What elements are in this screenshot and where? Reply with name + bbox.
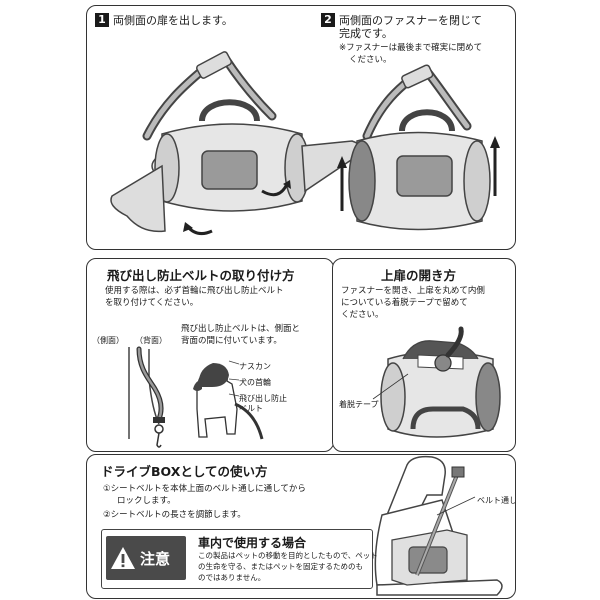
label-back: （背面）	[135, 336, 167, 345]
label-nasukan: ナスカン	[239, 362, 271, 371]
step2-note-line1: ※ファスナーは最後まで確実に閉めて	[339, 43, 483, 53]
drive-step1-line2: ロックします。	[117, 496, 176, 506]
label-belt-line2: ベルト	[239, 404, 263, 413]
caution-line1: この製品はペットの移動を目的としたもので、ペット	[198, 551, 378, 560]
belt-note-line2: 背面の間に付いています。	[181, 336, 282, 346]
caution-line3: のではありません。	[198, 573, 266, 582]
upper-door-illustration	[372, 326, 501, 438]
belt-note-line1: 飛び出し防止ベルトは、側面と	[181, 324, 301, 334]
upper-door-desc-line3: ください。	[341, 310, 384, 320]
upper-door-desc-line1: ファスナーを開き、上扉を丸めて内側	[341, 286, 485, 296]
upper-door-panel: 上扉の開き方 ファスナーを開き、上扉を丸めて内側 についている着脱テープで留めて…	[332, 258, 516, 452]
label-side: （側面）	[92, 336, 124, 345]
drive-step2: ②シートベルトの長さを調節します。	[103, 510, 246, 520]
setup-panel: 1 両側面の扉を出します。 2 両側面のファスナーを閉じて 完成です。 ※ファスナー…	[86, 5, 516, 250]
drive-step1-line1: ①シートベルトを本体上面のベルト通しに通してから	[103, 484, 306, 494]
step2-text-line1: 両側面のファスナーを閉じて	[339, 14, 482, 27]
label-belt-loop: ベルト通し	[477, 496, 516, 505]
label-tape: 着脱テープ	[339, 400, 379, 409]
step2-text-line2: 完成です。	[339, 27, 393, 40]
drive-box-panel: ドライブBOXとしての使い方 ①シートベルトを本体上面のベルト通しに通してから …	[86, 454, 516, 599]
belt-desc-line2: を取り付けてください。	[105, 298, 199, 308]
label-collar: 犬の首輪	[239, 378, 271, 387]
bag-closed-illustration	[337, 64, 500, 231]
step1-instruction: 1 両側面の扉を出します。	[95, 13, 233, 28]
caution-word: 注意	[140, 550, 171, 568]
belt-title: 飛び出し防止ベルトの取り付け方	[107, 268, 295, 283]
caution-line2: の生命を守る、またはペットを固定するためのも	[198, 562, 363, 571]
belt-panel: 飛び出し防止ベルトの取り付け方 使用する際は、必ず首輪に飛び出し防止ベルト を取…	[86, 258, 334, 452]
step2-number: 2	[321, 13, 335, 27]
caution-title: 車内で使用する場合	[198, 536, 307, 550]
caution-box: 注意 車内で使用する場合 この製品はペットの移動を目的としたもので、ペット の生…	[101, 529, 378, 589]
warning-icon	[111, 547, 135, 569]
caution-body: この製品はペットの移動を目的としたもので、ペット の生命を守る、またはペットを固…	[198, 550, 378, 583]
belt-diagram	[128, 346, 264, 448]
label-belt-line1: 飛び出し防止	[239, 394, 287, 403]
upper-door-title: 上扉の開き方	[381, 268, 457, 283]
upper-door-desc-line2: についている着脱テープで留めて	[341, 298, 468, 308]
caution-badge: 注意	[106, 536, 186, 580]
drive-title: ドライブBOXとしての使い方	[101, 464, 268, 479]
car-seat-illustration	[374, 455, 503, 596]
step1-number: 1	[95, 13, 109, 27]
belt-desc-line1: 使用する際は、必ず首輪に飛び出し防止ベルト	[105, 286, 284, 296]
step2-note-line2: ください。	[349, 55, 392, 65]
step2-instruction: 2 両側面のファスナーを閉じて	[321, 13, 482, 28]
bag-doors-open-illustration	[110, 51, 362, 236]
step1-text: 両側面の扉を出します。	[113, 14, 233, 27]
